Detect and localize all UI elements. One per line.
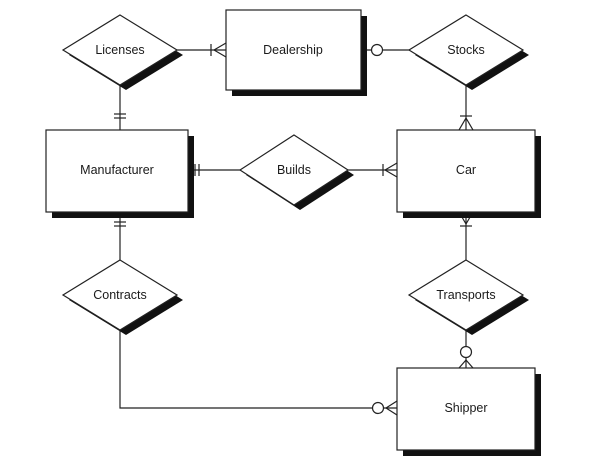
entity-label-shipper: Shipper: [444, 401, 487, 415]
one-mark-manufacturer-licenses: [114, 113, 126, 119]
one-to-many-mark-dealership-licenses: [210, 42, 227, 58]
entity-dealership: Dealership: [225, 9, 367, 96]
zero-to-many-mark-shipper-contracts: [371, 400, 398, 416]
one-to-many-mark-car-stocks: [458, 115, 474, 131]
relationship-label-licenses: Licenses: [95, 43, 144, 57]
zero-mark-dealership-stocks: [370, 43, 384, 57]
relationship-builds: Builds: [238, 134, 354, 210]
relationship-licenses: Licenses: [61, 14, 183, 90]
connectors: [119, 49, 467, 409]
entity-car: Car: [396, 129, 541, 218]
relationship-label-builds: Builds: [277, 163, 311, 177]
one-to-many-mark-car-builds: [382, 162, 398, 178]
entity-shipper: Shipper: [396, 367, 541, 456]
zero-to-many-mark-shipper-transports: [458, 345, 474, 369]
relationship-label-contracts: Contracts: [93, 288, 147, 302]
entity-label-dealership: Dealership: [263, 43, 323, 57]
entity-label-car: Car: [456, 163, 476, 177]
relationship-stocks: Stocks: [407, 14, 529, 90]
relationship-transports: Transports: [407, 259, 529, 335]
relationship-label-stocks: Stocks: [447, 43, 485, 57]
relationship-label-transports: Transports: [436, 288, 495, 302]
entity-manufacturer: Manufacturer: [45, 129, 194, 218]
entity-label-manufacturer: Manufacturer: [80, 163, 154, 177]
relationship-contracts: Contracts: [61, 259, 183, 335]
one-mark-manufacturer-contracts: [114, 221, 126, 227]
cardinality-marks: [114, 42, 474, 416]
one-mark-manufacturer-builds: [194, 164, 200, 176]
